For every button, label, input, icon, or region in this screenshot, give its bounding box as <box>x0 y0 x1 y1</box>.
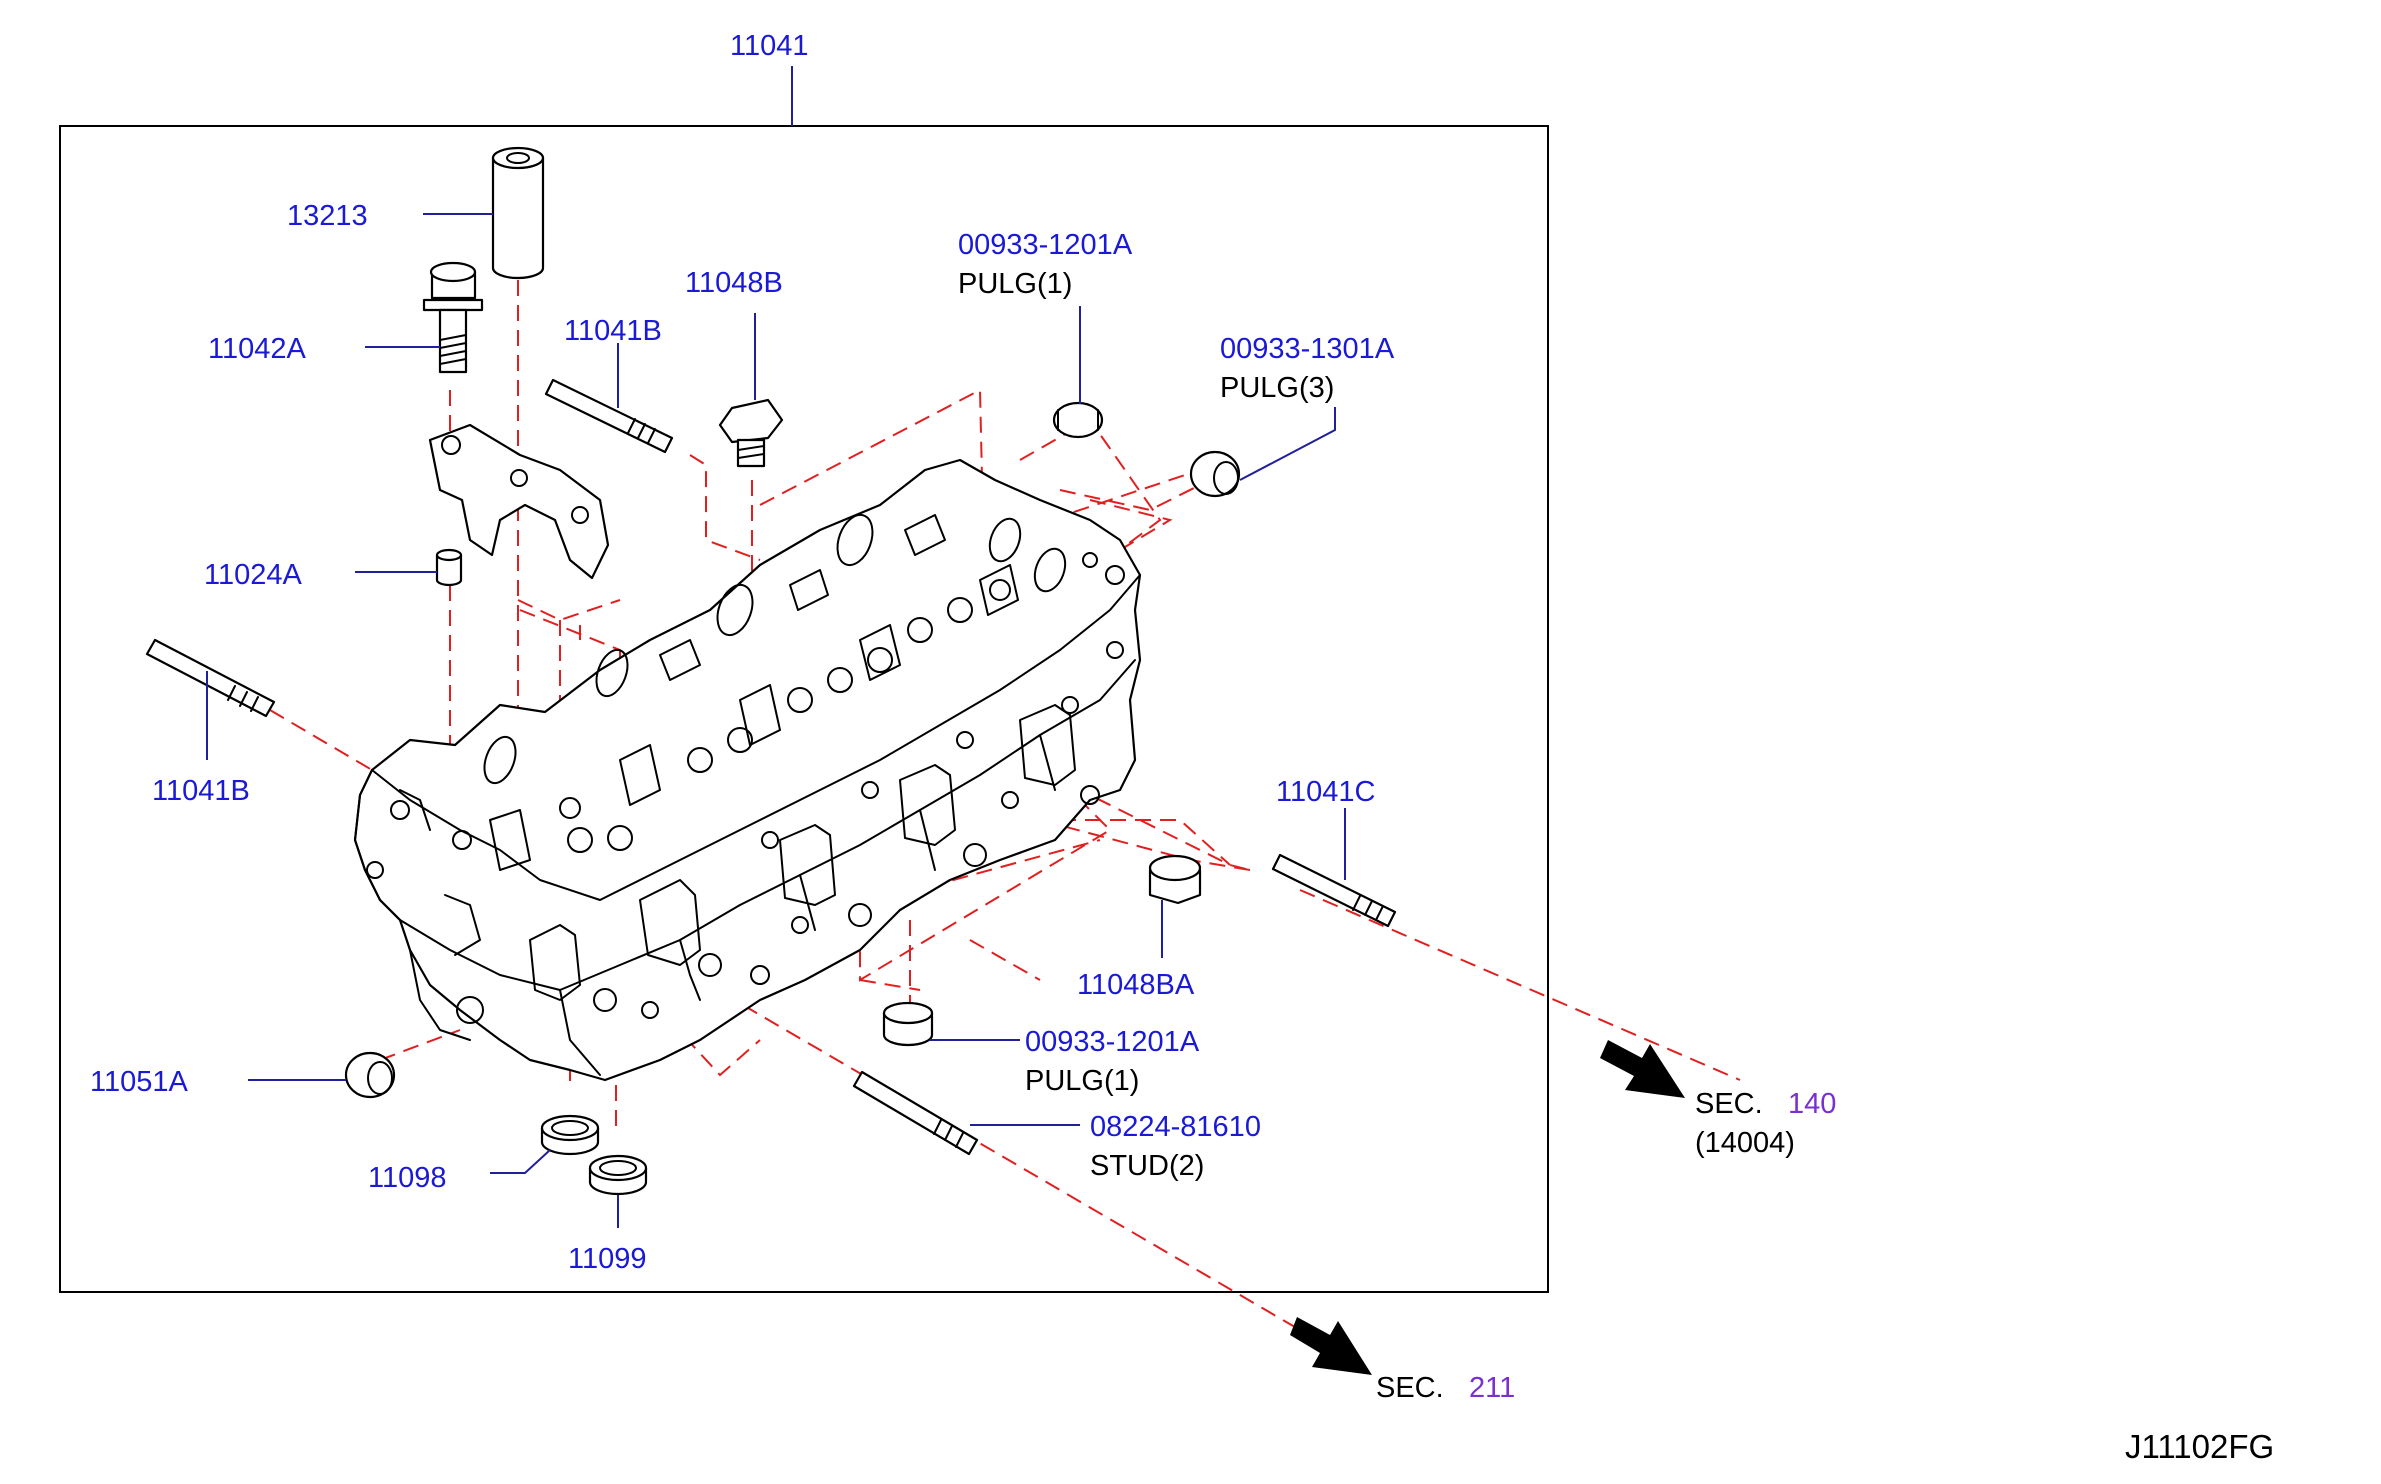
label-11051a: 11051A <box>90 1066 188 1098</box>
label-sec-211-prefix: SEC. <box>1376 1372 1444 1404</box>
part-11048ba-plug <box>1148 854 1202 905</box>
label-11099: 11099 <box>568 1243 647 1275</box>
part-11099-seal <box>588 1154 648 1196</box>
label-11048b: 11048B <box>685 267 783 299</box>
part-00933-1201a-plug-bot <box>882 1001 934 1047</box>
label-11041b-left: 11041B <box>152 775 250 807</box>
part-11041b-stud-top <box>544 378 674 454</box>
exhaust-ports <box>529 704 1100 1019</box>
label-11041c: 11041C <box>1276 776 1375 808</box>
label-sec-140-number[interactable]: 140 <box>1788 1088 1836 1120</box>
label-00933-1201a-top: 00933-1201A <box>958 229 1133 261</box>
label-00933-1201a-bot: 00933-1201A <box>1025 1026 1200 1058</box>
part-00933-1301a-plug <box>1189 450 1241 498</box>
part-11098-seal <box>540 1114 600 1156</box>
label-11042a: 11042A <box>208 333 306 365</box>
label-11024a: 11024A <box>204 559 302 591</box>
part-13213-tube <box>491 146 545 280</box>
part-11042a-bolt <box>422 261 484 374</box>
label-11048ba: 11048BA <box>1077 969 1195 1001</box>
label-11041b-top: 11041B <box>564 315 662 347</box>
assembly-frame <box>59 125 1549 1293</box>
part-11041c-stud <box>1271 853 1397 928</box>
label-stud2: STUD(2) <box>1090 1150 1204 1182</box>
arrow-sec-211 <box>1290 1317 1372 1375</box>
label-pulg1-top: PULG(1) <box>958 268 1072 300</box>
part-11051a-plug <box>344 1051 396 1099</box>
label-11098: 11098 <box>368 1162 447 1194</box>
part-08224-81610-stud <box>852 1070 979 1156</box>
leader-11098 <box>490 1149 551 1174</box>
label-pulg1-bot: PULG(1) <box>1025 1065 1139 1097</box>
label-pulg3: PULG(3) <box>1220 372 1334 404</box>
arrow-sec-140 <box>1600 1040 1685 1098</box>
part-11024a-dowel <box>435 548 463 587</box>
cylinder-head <box>353 458 1142 1082</box>
part-00933-1201a-plug-top <box>1052 401 1104 439</box>
label-08224-81610: 08224-81610 <box>1090 1111 1261 1143</box>
label-00933-1301a: 00933-1301A <box>1220 333 1395 365</box>
leader-00933-1301a <box>1239 407 1336 481</box>
label-sec-211-number[interactable]: 211 <box>1469 1372 1515 1404</box>
drawing-code: J11102FG <box>2125 1428 2274 1465</box>
label-13213: 13213 <box>287 200 368 232</box>
part-11048b-plug <box>718 398 784 468</box>
label-sec-140-subref: (14004) <box>1695 1127 1795 1159</box>
part-camshaft-bracket <box>428 423 610 580</box>
label-sec-140-prefix: SEC. <box>1695 1088 1763 1120</box>
label-11041: 11041 <box>730 30 809 62</box>
part-11041b-stud-left <box>145 638 276 718</box>
